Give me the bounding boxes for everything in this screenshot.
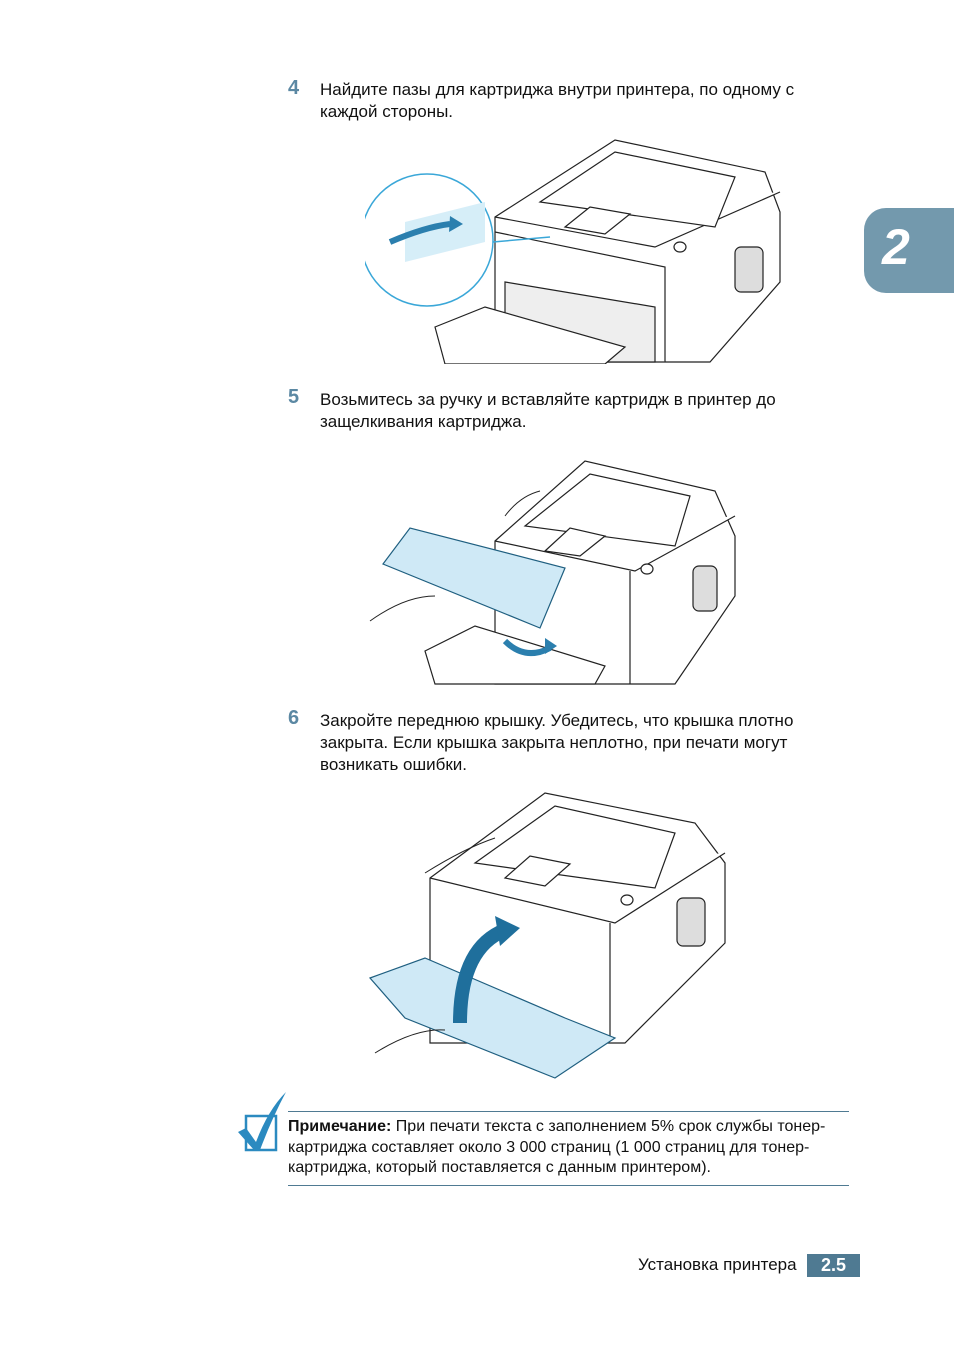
step-text: Найдите пазы для картриджа внутри принте… [320, 80, 795, 121]
footer-section-title: Установка принтера [638, 1255, 797, 1274]
step-number: 6 [288, 707, 300, 729]
note-text: При печати текста с заполнением 5% срок … [288, 1118, 826, 1176]
note-box: Примечание: При печати текста с заполнен… [288, 1111, 849, 1186]
printer-illustration-find-slots [365, 139, 781, 364]
step-number: 5 [288, 386, 300, 408]
page-number: 2.5 [807, 1254, 860, 1277]
step-text: Возьмитесь за ручку и вставляйте картрид… [320, 390, 776, 431]
note-check-icon [238, 1092, 286, 1152]
chapter-number: 2 [882, 219, 910, 275]
chapter-tab: 2 [864, 208, 954, 293]
step-number: 4 [288, 77, 300, 99]
printer-illustration-insert-cartridge [369, 460, 736, 685]
printer-illustration-close-cover [368, 792, 726, 1079]
step-text: Закройте переднюю крышку. Убедитесь, что… [320, 711, 794, 774]
note-label: Примечание: [288, 1118, 392, 1135]
